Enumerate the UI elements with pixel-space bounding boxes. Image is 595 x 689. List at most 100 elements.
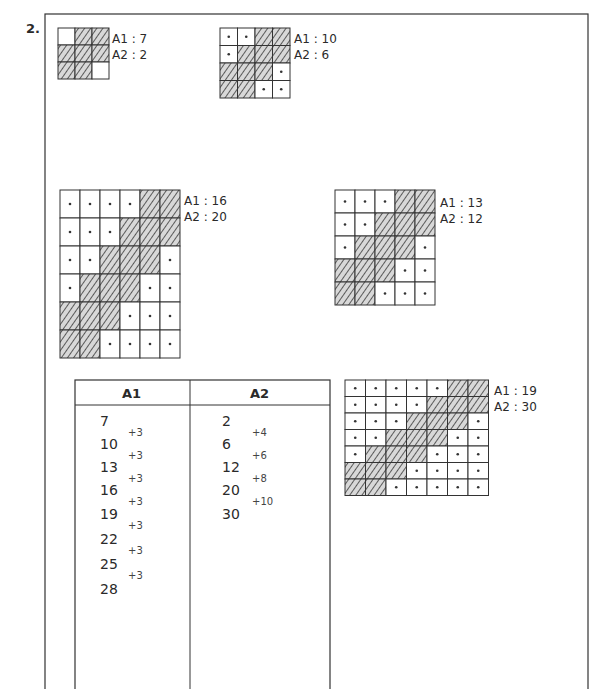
shaded-cell	[255, 28, 273, 46]
shaded-cell	[355, 259, 375, 282]
empty-cell	[375, 282, 395, 305]
empty-cell	[407, 380, 428, 397]
shaded-cell	[238, 81, 256, 99]
table-header: A2	[250, 387, 269, 401]
empty-cell	[366, 413, 387, 430]
cell-dot	[262, 88, 265, 91]
shaded-cell	[60, 330, 80, 358]
page-frame	[45, 14, 588, 689]
cell-dot	[354, 436, 357, 439]
empty-cell	[80, 190, 100, 218]
table-cell: 19	[100, 507, 118, 521]
shaded-cell	[395, 213, 415, 236]
shaded-cell	[120, 274, 140, 302]
cell-dot	[69, 203, 72, 206]
empty-cell	[60, 246, 80, 274]
cell-dot	[129, 203, 132, 206]
table-frame	[75, 380, 330, 689]
difference-note: +3	[128, 449, 143, 463]
cell-dot	[384, 200, 387, 203]
cell-dot	[456, 453, 459, 456]
shaded-cell	[58, 45, 75, 62]
cell-dot	[415, 387, 418, 390]
shaded-cell	[427, 413, 448, 430]
empty-cell	[395, 259, 415, 282]
cell-dot	[149, 287, 152, 290]
shaded-cell	[273, 28, 291, 46]
grid-count: A2 : 20	[184, 210, 227, 224]
shaded-cell	[140, 190, 160, 218]
grid-count: A1 : 13	[440, 196, 483, 210]
empty-cell	[345, 413, 366, 430]
cell-dot	[227, 35, 230, 38]
shaded-cell	[375, 259, 395, 282]
cell-dot	[477, 486, 480, 489]
shaded-cell	[100, 274, 120, 302]
empty-cell	[58, 28, 75, 45]
shaded-cell	[355, 282, 375, 305]
shaded-cell	[366, 446, 387, 463]
shaded-cell	[415, 190, 435, 213]
cell-dot	[456, 486, 459, 489]
shaded-cell	[355, 236, 375, 259]
empty-cell	[335, 236, 355, 259]
cell-dot	[129, 315, 132, 318]
shaded-cell	[468, 380, 489, 397]
empty-cell	[120, 190, 140, 218]
difference-note: +3	[128, 472, 143, 486]
empty-cell	[140, 302, 160, 330]
empty-cell	[220, 28, 238, 46]
shaded-cell	[140, 218, 160, 246]
empty-cell	[60, 218, 80, 246]
empty-cell	[160, 274, 180, 302]
shaded-cell	[160, 190, 180, 218]
difference-note: +4	[252, 426, 267, 440]
cell-dot	[477, 420, 480, 423]
cell-dot	[456, 436, 459, 439]
empty-cell	[415, 236, 435, 259]
grid-count: A2 : 30	[494, 400, 537, 414]
difference-note: +8	[252, 472, 267, 486]
empty-cell	[468, 413, 489, 430]
shaded-cell	[120, 218, 140, 246]
cell-dot	[374, 387, 377, 390]
shaded-cell	[160, 218, 180, 246]
table-cell: 12	[222, 460, 240, 474]
empty-cell	[160, 246, 180, 274]
shaded-cell	[75, 28, 92, 45]
empty-cell	[427, 479, 448, 496]
cell-dot	[149, 343, 152, 346]
empty-cell	[335, 213, 355, 236]
grid-count: A2 : 6	[294, 48, 329, 62]
shaded-cell	[238, 63, 256, 81]
cell-dot	[415, 469, 418, 472]
shaded-cell	[80, 274, 100, 302]
empty-cell	[220, 46, 238, 64]
shaded-cell	[468, 397, 489, 414]
cell-dot	[415, 486, 418, 489]
cell-dot	[477, 436, 480, 439]
empty-cell	[407, 463, 428, 480]
cell-dot	[424, 269, 427, 272]
difference-note: +6	[252, 449, 267, 463]
cell-dot	[109, 203, 112, 206]
empty-cell	[468, 446, 489, 463]
cell-dot	[109, 343, 112, 346]
cell-dot	[395, 387, 398, 390]
shaded-cell	[345, 479, 366, 496]
cell-dot	[477, 469, 480, 472]
cell-dot	[477, 453, 480, 456]
cell-dot	[456, 469, 459, 472]
shaded-cell	[92, 45, 109, 62]
empty-cell	[375, 190, 395, 213]
shaded-cell	[140, 246, 160, 274]
empty-cell	[255, 81, 273, 99]
empty-cell	[415, 259, 435, 282]
shaded-cell	[220, 63, 238, 81]
empty-cell	[100, 218, 120, 246]
table-cell: 20	[222, 483, 240, 497]
empty-cell	[468, 430, 489, 447]
cell-dot	[384, 292, 387, 295]
empty-cell	[92, 62, 109, 79]
